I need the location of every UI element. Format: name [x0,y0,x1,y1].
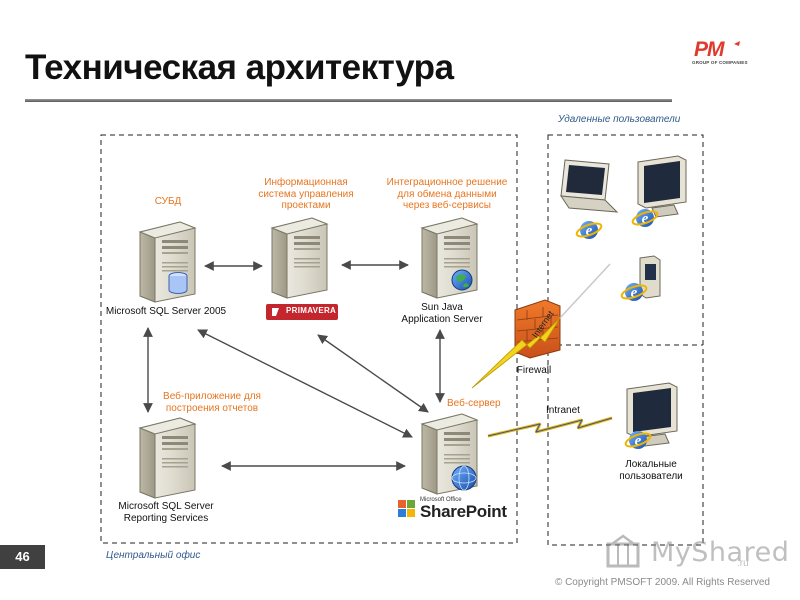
reporting-label: Microsoft SQL Server Reporting Services [118,501,214,524]
arrow-dbms-web [197,329,413,438]
laptop-icon [560,159,619,213]
logo-subtitle: GROUP OF COMPANIES [692,60,748,65]
arrow-pm-web [317,334,429,413]
sharepoint-small-label: Microsoft Office [420,497,462,503]
logo-text: PM [694,38,724,61]
sharepoint-logo-icon [398,500,415,517]
dbms-role-caption: СУБД [154,196,182,207]
central-office-caption: Центральный офис [106,550,201,561]
central-office-region [100,134,518,544]
pm-system-role-caption: Информационная система управления проект… [258,177,354,211]
local-users-label: Локальные пользователи [619,459,683,482]
dbms-server-icon [139,221,196,303]
primavera-badge [266,304,338,320]
company-logo: PM GROUP OF COMPANIES [690,38,760,66]
watermark-icon [606,534,640,568]
remote-users-caption: Удаленные пользователи [558,114,681,125]
watermark-text: MyShared [651,537,790,568]
firewall-icon [514,299,561,359]
logo-mark-icon [734,41,740,46]
sharepoint-label: SharePoint [420,502,507,521]
reporting-server-icon [139,417,196,499]
integration-label: Sun Java Application Server [401,302,483,325]
web-server-icon [421,413,478,495]
ie-icon-laptop [574,219,604,241]
intranet-lightning-icon [487,416,613,438]
intranet-label: Intranet [546,405,580,416]
watermark: MyShared .ru [607,533,789,573]
web-server-role-caption: Веб-сервер [447,398,501,409]
dbms-label: Microsoft SQL Server 2005 [105,306,227,317]
ie-icon-mobile [619,281,649,303]
internet-lightning-icon [471,263,611,389]
copyright-text: © Copyright PMSOFT 2009. All Rights Rese… [554,577,770,588]
title-divider [25,99,672,102]
firewall-label: Firewall [516,365,552,376]
integration-server-icon [421,217,478,299]
watermark-tld: .ru [737,558,749,569]
integration-role-caption: Интеграционное решение для обмена данным… [386,177,508,211]
reporting-role-caption: Веб-приложение для построения отчетов [163,391,261,414]
page-title: Техническая архитектура [25,48,454,87]
local-users-monitor-icon [626,382,678,447]
pm-server-icon [271,217,328,299]
primavera-label: PRIMAVERA [286,306,337,315]
page-number: 46 [0,545,45,569]
ie-icon-desktop [630,207,660,229]
desktop-monitor-icon [637,155,687,218]
